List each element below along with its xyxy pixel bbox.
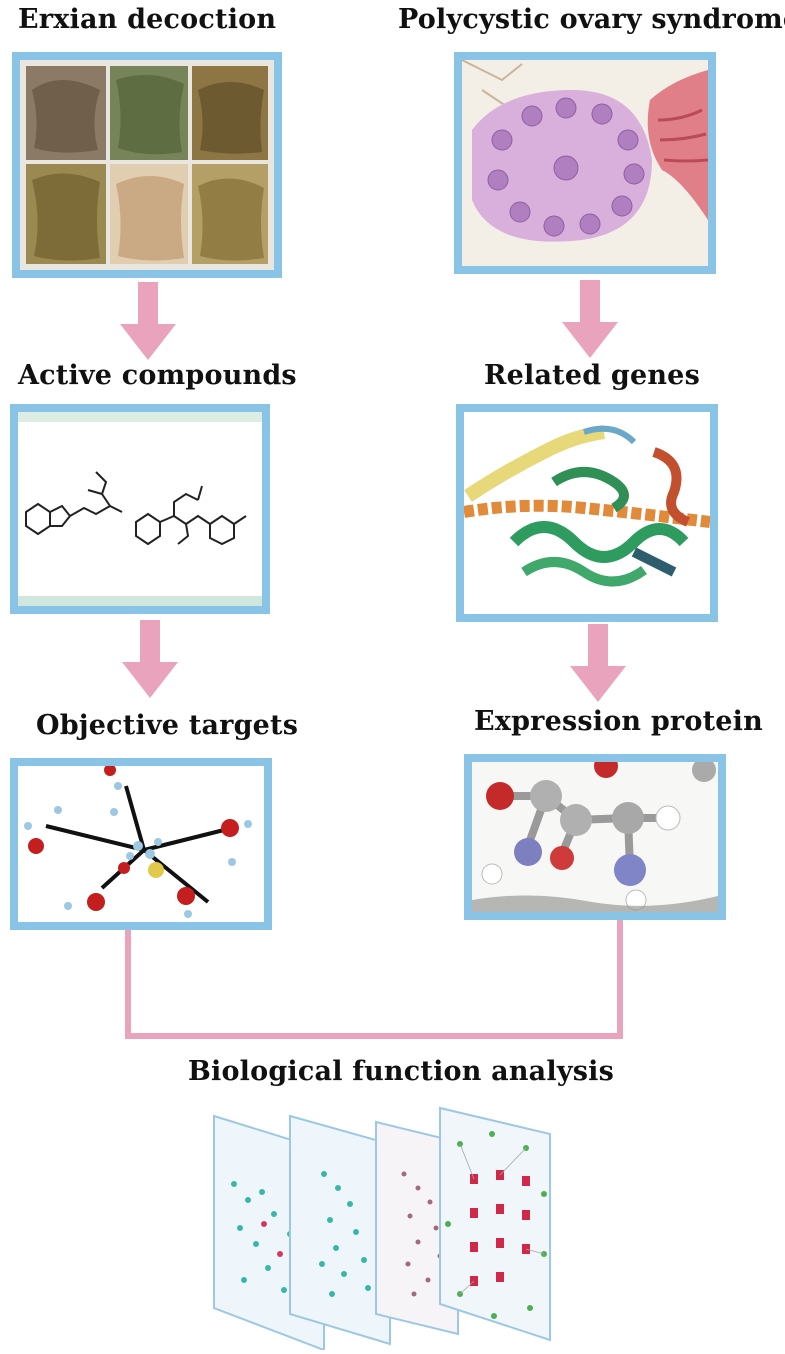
ovary-image-frame bbox=[454, 52, 716, 274]
label-active-compounds: Active compounds bbox=[18, 360, 297, 391]
label-expression-protein: Expression protein bbox=[474, 706, 763, 737]
herbs-image-frame bbox=[12, 52, 282, 278]
molecule-targets-image bbox=[24, 766, 252, 918]
targets-image-frame bbox=[10, 758, 272, 930]
label-erxian-decoction: Erxian decoction bbox=[18, 4, 277, 35]
ball-and-stick-image bbox=[472, 762, 718, 912]
label-polycystic-ovary-syndrome: Polycystic ovary syndrome bbox=[398, 4, 785, 35]
protein-ribbon-image bbox=[464, 412, 710, 614]
compounds-image-frame bbox=[10, 404, 270, 614]
ovary-illustration-image bbox=[462, 60, 708, 266]
arrow-down-left-1 bbox=[120, 282, 176, 360]
label-objective-targets: Objective targets bbox=[36, 710, 299, 741]
genes-image-frame bbox=[456, 404, 718, 622]
label-biological-function-analysis: Biological function analysis bbox=[188, 1056, 614, 1087]
arrow-down-right-2 bbox=[570, 624, 626, 702]
arrow-down-left-2 bbox=[122, 620, 178, 698]
herbs-image bbox=[20, 60, 274, 270]
protein-image-frame bbox=[464, 754, 726, 920]
compounds-structure-image bbox=[18, 412, 262, 606]
arrow-down-right-1 bbox=[562, 280, 618, 358]
network-layers-image bbox=[213, 1106, 551, 1350]
label-related-genes: Related genes bbox=[484, 360, 700, 391]
